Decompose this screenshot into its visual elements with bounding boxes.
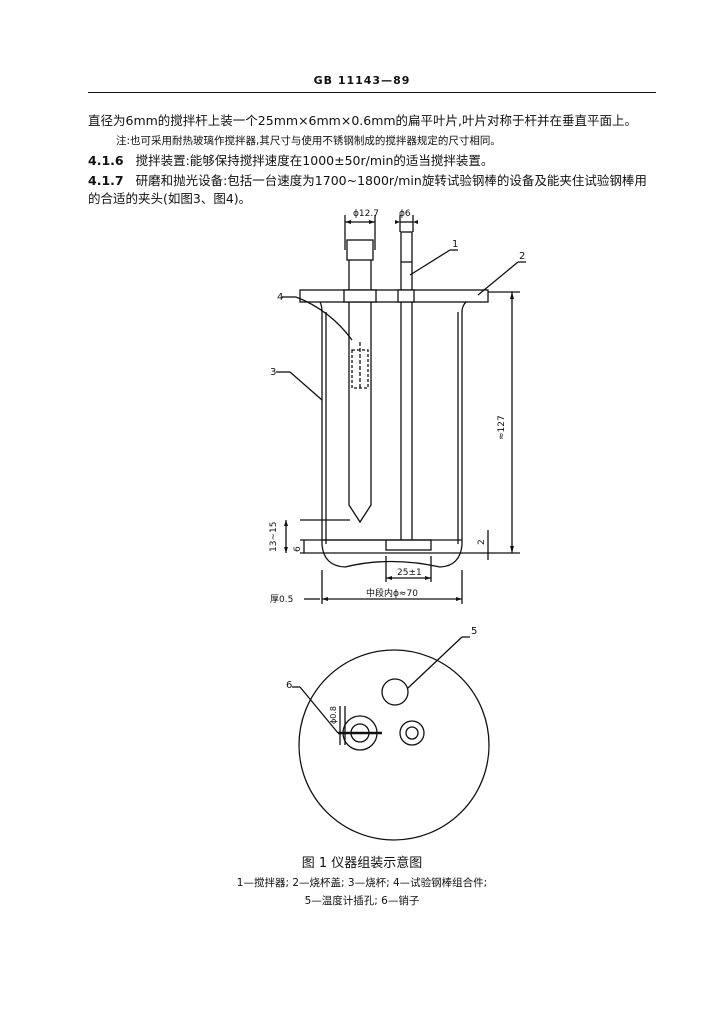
dim-stirrer-diameter: ϕ6 xyxy=(399,209,411,219)
callout-5: 5 xyxy=(471,626,477,637)
dim-gap: 13~15 xyxy=(269,522,279,552)
figure-caption: 图 1 仪器组装示意图 xyxy=(301,856,423,871)
clause-number: 4.1.7 xyxy=(88,173,124,188)
dim-blade-width: 25±1 xyxy=(397,568,422,578)
callout-6: 6 xyxy=(286,680,292,691)
thermometer-hole xyxy=(381,678,409,706)
figure-legend-line-1: 1—搅拌器; 2—烧杯盖; 3—烧杯; 4—试验钢棒组合件; xyxy=(236,877,488,889)
clause-text: 研磨和抛光设备:包括一台速度为1700~1800r/min旋转试验钢棒的设备及能… xyxy=(135,173,647,188)
callout-2: 2 xyxy=(519,251,525,262)
dim-inner-diameter: 中段内ϕ≈70 xyxy=(366,587,418,599)
callout-1: 1 xyxy=(452,239,458,250)
stirrer-diameter-dimension xyxy=(399,215,414,232)
paragraph-stirrer-blade: 直径为6mm的搅拌杆上装一个25mm×6mm×0.6mm的扁平叶片,叶片对称于杆… xyxy=(88,113,638,128)
figure-legend-line-2: 5—温度计插孔; 6—销子 xyxy=(304,895,420,907)
clause-number: 4.1.6 xyxy=(88,153,124,168)
clause-text: 搅拌装置:能够保持搅拌速度在1000±50r/min的适当搅拌装置。 xyxy=(135,153,494,168)
stirrer-hole xyxy=(399,720,425,746)
stirrer xyxy=(385,231,432,551)
test-rod-assembly xyxy=(346,239,374,524)
beaker-cover xyxy=(299,289,489,303)
clause-4-1-7: 4.1.7 研磨和抛光设备:包括一台速度为1700~1800r/min旋转试验钢棒… xyxy=(88,172,664,190)
clause-4-1-6: 4.1.6 搅拌装置:能够保持搅拌速度在1000±50r/min的适当搅拌装置。 xyxy=(88,152,664,170)
page-header: GB 11143—89 xyxy=(313,74,411,87)
note-glass-stirrer: 注:也可采用耐热玻璃作搅拌器,其尺寸与使用不锈钢制成的搅拌器规定的尺寸相同。 xyxy=(116,135,501,147)
clause-4-1-7-cont: 的合适的夹头(如图3、图4)。 xyxy=(88,191,252,206)
top-view xyxy=(292,636,490,841)
header-rule xyxy=(88,92,656,93)
beaker xyxy=(319,301,467,568)
dim-rod-diameter: ϕ12.7 xyxy=(353,209,379,219)
dim-two: 2 xyxy=(477,539,487,545)
callout-3: 3 xyxy=(270,367,276,378)
dim-height: ≈127 xyxy=(497,415,507,440)
callout-4: 4 xyxy=(277,292,283,303)
dim-thickness: 厚0.5 xyxy=(270,594,293,605)
dim-six: 6 xyxy=(293,546,303,552)
dim-pin-diameter: ϕ0.8 xyxy=(329,706,338,724)
